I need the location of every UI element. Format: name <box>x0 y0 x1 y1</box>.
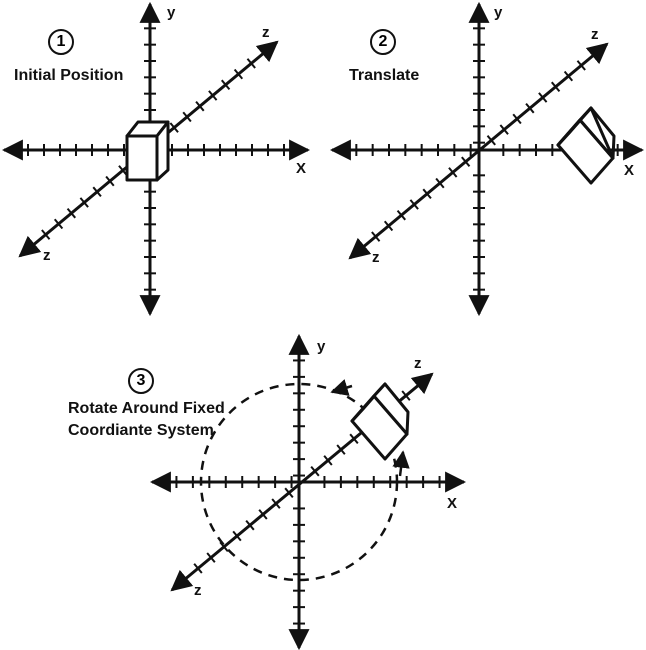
panel-3-z-tick <box>271 498 281 509</box>
panel-3-z-tick <box>180 573 190 585</box>
panel-1-z-tick <box>233 68 244 80</box>
panel-2-axes <box>329 1 645 317</box>
rotation-arrow-top <box>330 379 353 396</box>
panel-2-z-tick <box>371 231 381 242</box>
step-number-1: 1 <box>48 29 74 55</box>
panel-1-z-tick <box>118 165 128 176</box>
panel-3-z-tick <box>232 530 242 542</box>
panel-3-z-tick <box>245 519 255 531</box>
panel-2-z-tick <box>499 124 509 135</box>
panel-3-z-tick <box>310 465 320 477</box>
panel-2-z-tick <box>435 177 445 189</box>
panel-2-z-tick <box>486 135 496 146</box>
panel-2-z-tick <box>563 70 574 82</box>
panel-1-z-tick <box>195 100 205 112</box>
panel-2-z-tick <box>550 81 561 93</box>
panel-1-z-tick <box>259 47 269 58</box>
panel-2-z-tick <box>461 156 471 167</box>
panel-3-z-pos-label: z <box>414 355 422 372</box>
panel-2-caption: Translate <box>349 67 420 84</box>
panel-2-x-label: X <box>624 162 635 179</box>
panel-2-z-tick <box>396 209 407 221</box>
panel-2-z-pos-label: z <box>591 26 599 43</box>
panel-3-z-tick <box>336 444 346 455</box>
panel-2-z-axis <box>348 42 609 260</box>
panel-2-z-tick <box>589 49 599 60</box>
panel-1-z-tick <box>182 111 192 123</box>
panel-3-z-tick <box>401 390 411 401</box>
panel-2-cube-outline <box>556 106 616 160</box>
panel-1-z-tick <box>220 79 231 91</box>
panel-2-cube-face-0 <box>556 118 615 185</box>
panel-3-z-tick <box>414 379 424 391</box>
panel-2-z-tick <box>576 60 586 71</box>
panel-1-z-tick <box>41 229 51 240</box>
panel-1-z-tick <box>208 90 218 101</box>
panel-2-z-tick <box>383 220 394 232</box>
panel-3-z-tick <box>219 541 229 553</box>
rotation-arrow-right <box>392 450 410 477</box>
panel-2-z-tick <box>448 167 458 178</box>
panel-3-z-tick <box>284 487 294 499</box>
panel-3-z-tick <box>258 509 268 520</box>
step-number-3: 3 <box>128 368 154 394</box>
panel-3-y-label: y <box>317 338 326 355</box>
panel-1-z-tick <box>53 218 64 230</box>
panel-1-z-tick <box>66 207 77 219</box>
panel-1-z-tick <box>92 186 102 198</box>
panel-1-z-pos-label: z <box>262 24 270 41</box>
panel-2-z-tick <box>358 242 368 253</box>
panel-3-z-tick <box>323 455 333 466</box>
panel-1-z-tick <box>105 175 115 187</box>
panel-1-z-tick <box>246 58 256 69</box>
panel-3-z-neg-label: z <box>194 582 202 599</box>
panel-3-caption-line-2: Coordiante System <box>68 422 214 439</box>
panel-3-z-tick <box>193 563 203 574</box>
panel-1-z-tick <box>28 240 38 251</box>
panel-1-z-neg-label: z <box>43 247 51 264</box>
panel-3-z-tick <box>349 433 359 445</box>
panel-3-x-label: X <box>447 495 458 512</box>
panel-1-axes <box>1 1 311 317</box>
panel-2-y-label: y <box>494 4 503 21</box>
panel-3-z-tick <box>206 552 216 563</box>
panel-2-z-tick <box>525 102 535 114</box>
panel-1-cube-face-0 <box>125 134 159 182</box>
panel-3-cube-face-2 <box>372 382 410 436</box>
panel-2-z-tick <box>512 113 522 125</box>
panel-1-y-label: y <box>167 4 176 21</box>
panel-1-z-tick <box>79 197 89 208</box>
panel-1-x-label: X <box>296 160 307 177</box>
panel-3-axes <box>149 333 467 650</box>
step-number-2: 2 <box>370 29 396 55</box>
panel-2-z-tick <box>422 188 432 200</box>
panel-2-z-tick <box>409 199 419 210</box>
panel-1-z-tick <box>169 122 179 133</box>
panel-2-z-tick <box>538 92 548 103</box>
panel-2-z-neg-label: z <box>372 249 380 266</box>
panel-3-caption-line-1: Rotate Around Fixed <box>68 400 225 417</box>
panel-1-cube-face-2 <box>155 120 170 182</box>
panel-1-caption: Initial Position <box>14 67 124 84</box>
